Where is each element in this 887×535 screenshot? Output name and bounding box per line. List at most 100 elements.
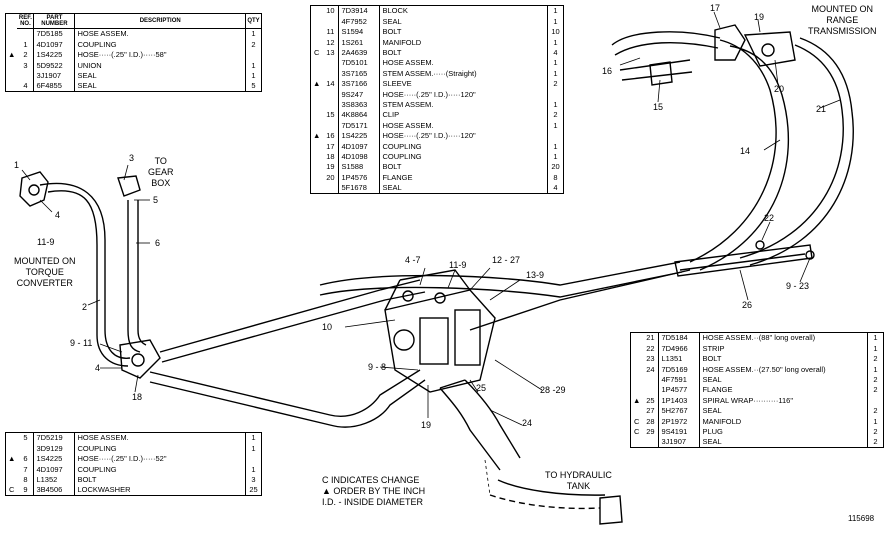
- row-part: 3J1907: [33, 70, 76, 81]
- row-mark: [631, 333, 642, 343]
- row-mark: [311, 162, 322, 172]
- row-ref: [322, 16, 340, 27]
- row-qty: [547, 130, 563, 142]
- row-part: L1352: [33, 474, 76, 485]
- header-part: PART NUMBER: [33, 14, 76, 29]
- row-ref: 16: [322, 130, 340, 142]
- row-mark: C: [634, 426, 640, 436]
- row-part: 4D1097: [33, 39, 76, 50]
- row-desc: SEAL: [77, 71, 97, 80]
- row-desc: BLOCK: [382, 6, 408, 16]
- row-part: 5D9522: [33, 60, 76, 71]
- row-part: 2P1972: [658, 416, 701, 427]
- row-desc: FLANGE: [702, 385, 733, 395]
- row-mark: C: [9, 485, 15, 495]
- row-desc: SEAL: [382, 16, 402, 26]
- row-part: 7D5219: [33, 433, 76, 444]
- row-part: 5H2767: [658, 405, 701, 417]
- row-ref: 13: [322, 47, 340, 58]
- row-part: 4K8864: [338, 109, 381, 121]
- row-qty: 1: [245, 433, 261, 444]
- label-line: TO HYDRAULIC: [545, 470, 612, 480]
- row-qty: 1: [245, 443, 261, 454]
- row-mark: [631, 354, 642, 364]
- row-part: 4D1097: [33, 464, 76, 475]
- row-ref: 24: [642, 364, 660, 375]
- row-part: 1S4225: [33, 49, 76, 61]
- valve-block: [384, 289, 496, 393]
- row-ref: 17: [322, 141, 340, 152]
- row-ref: [642, 374, 660, 385]
- label-line: BOX: [151, 178, 171, 188]
- row-qty: 1: [547, 68, 563, 79]
- row-qty: 1: [547, 16, 563, 27]
- row-part: 7D5101: [338, 57, 381, 69]
- row-part: 2A4639: [338, 47, 381, 58]
- callout-26: 26: [742, 300, 753, 310]
- hose-21: [739, 44, 844, 259]
- callout-4b: 4: [95, 363, 101, 373]
- row-mark: [6, 71, 17, 81]
- row-desc: HOSE·····(.25" I.D.)·····120": [382, 89, 476, 99]
- row-part: 7D3914: [338, 6, 381, 17]
- row-ref: 21: [642, 333, 660, 344]
- row-desc: HOSE·····(.25" I.D.)·····58": [77, 50, 167, 60]
- label-line: GEAR: [148, 167, 174, 177]
- row-desc: PLUG: [702, 426, 723, 436]
- row-qty: [245, 453, 261, 465]
- callout-4-7: 4 -7: [405, 255, 421, 265]
- row-mark: [311, 89, 322, 99]
- row-part: 1P4576: [338, 172, 381, 183]
- legend: C INDICATES CHANGE ▲ ORDER BY THE INCH I…: [322, 475, 425, 508]
- row-desc: SEAL: [77, 81, 97, 91]
- callout-2: 2: [82, 302, 88, 312]
- row-ref: 27: [642, 405, 660, 417]
- row-qty: 25: [245, 484, 261, 496]
- callout-11-9: 11-9: [37, 237, 55, 247]
- row-desc: MANIFOLD: [702, 416, 742, 426]
- row-ref: 29: [642, 426, 660, 437]
- strip-26: [674, 244, 813, 277]
- row-desc: HOSE ASSEM.··(88" long overall): [702, 333, 816, 343]
- gear-box-fitting: [117, 175, 141, 197]
- row-qty: 2: [245, 39, 261, 50]
- hose-2: [39, 182, 131, 359]
- row-ref: 23: [642, 353, 660, 365]
- row-mark: [6, 39, 17, 49]
- row-mark: C: [314, 48, 320, 57]
- row-desc: UNION: [77, 60, 102, 70]
- callout-18: 18: [132, 392, 143, 402]
- row-qty: 1: [245, 464, 261, 475]
- row-part: 1P4577: [658, 384, 701, 396]
- row-ref: [322, 68, 340, 79]
- row-desc: COUPLING: [382, 151, 422, 161]
- callout-5: 5: [153, 195, 159, 205]
- row-mark: [6, 475, 17, 485]
- row-mark: [311, 100, 322, 110]
- torque-converter-fitting: [19, 171, 49, 207]
- row-desc: HOSE ASSEM.··(27.50" long overall): [702, 364, 826, 374]
- row-ref: [17, 70, 35, 81]
- row-ref: 4: [17, 80, 35, 92]
- row-part: 1S261: [338, 37, 381, 48]
- row-qty: 1: [547, 6, 563, 17]
- label-line: CONVERTER: [16, 278, 73, 288]
- lower-tube: [149, 369, 421, 417]
- row-mark: [6, 464, 17, 474]
- row-desc: HOSE ASSEM.: [382, 58, 434, 68]
- row-part: 7D5169: [658, 364, 701, 375]
